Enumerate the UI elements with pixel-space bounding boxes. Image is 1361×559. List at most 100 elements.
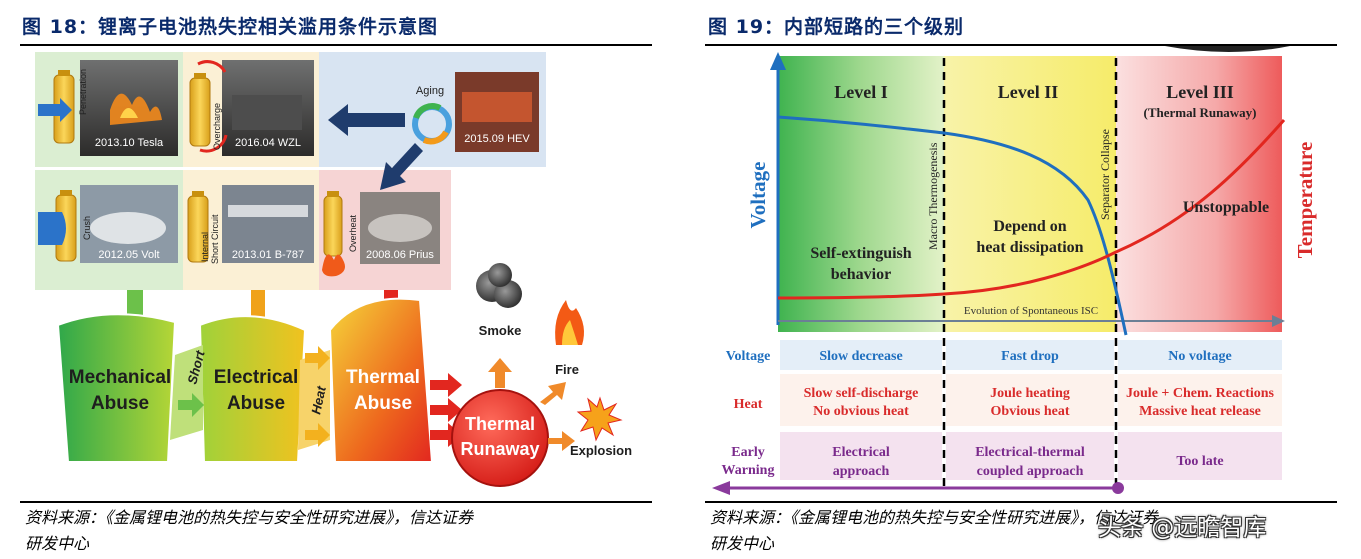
thermal-abuse-shape: Thermal Abuse — [328, 297, 434, 463]
zone-level2 — [944, 56, 1116, 332]
photo-volt: 2012.05 Volt — [80, 185, 178, 263]
heat-label: Heat — [308, 384, 329, 415]
caption-tesla: 2013.10 Tesla — [95, 137, 164, 149]
level1-text-line2: behavior — [831, 266, 891, 283]
fig19-title-rule — [705, 44, 1337, 46]
battery-cell-overcharge: Overcharge — [189, 60, 228, 153]
row-label-heat: Heat — [734, 397, 763, 412]
voltage-curve — [777, 115, 1128, 336]
top-crop-shape — [1165, 46, 1290, 52]
cell-warning-l1-b: approach — [833, 464, 890, 479]
thermal-runaway-sphere: Thermal Runaway — [451, 389, 549, 487]
cell-warning-l1-a: Electrical — [832, 445, 890, 460]
fig18-diagram: 2013.10 Tesla 2016.04 WZL 2015.09 HEV 20… — [35, 52, 632, 487]
fig19-source-rule — [705, 501, 1337, 503]
smoke-label: Smoke — [479, 323, 522, 338]
level2-text-line1: Depend on — [993, 218, 1066, 235]
thermal-abuse-line1: Thermal — [346, 367, 420, 388]
watermark: 头条 @远瞻智库 — [1098, 515, 1267, 541]
explosion-label: Explosion — [570, 443, 632, 458]
battery-cell-penetration: Penetration — [38, 69, 88, 144]
thermal-abuse-line2: Abuse — [354, 393, 412, 414]
electrical-abuse-shape: Electrical Abuse — [198, 315, 307, 463]
cell-heat-l3-b: Massive heat release — [1139, 404, 1261, 419]
zone-level1 — [778, 56, 944, 332]
row-label-voltage: Voltage — [726, 349, 771, 364]
row-label-early: Early — [731, 445, 764, 460]
aging-arrows — [328, 104, 423, 190]
photo-wzl: 2016.04 WZL — [222, 60, 314, 156]
fig18-source-rule — [20, 501, 652, 503]
fig18-source-line2: 研发中心 — [25, 534, 90, 553]
photo-prius: 2008.06 Prius — [360, 192, 440, 264]
caption-prius: 2008.06 Prius — [366, 249, 434, 261]
evolution-label: Evolution of Spontaneous ISC — [964, 305, 1098, 317]
level3-heading: Level III — [1166, 82, 1234, 102]
temperature-axis-label: Temperature — [1293, 142, 1317, 259]
cell-heat-l2-a: Joule heating — [990, 386, 1070, 401]
photo-hev: 2015.09 HEV — [455, 72, 539, 152]
fire-icon: Fire — [555, 300, 584, 377]
macro-thermogenesis-label: Macro Thermogenesis — [926, 142, 940, 250]
runaway-output-arrows — [488, 358, 575, 451]
level1-text-line1: Self-extinguish — [810, 245, 911, 262]
fig19-source-line1: 资料来源：《金属锂电池的热失控与安全性研究进展》，信达证券 — [710, 508, 1159, 527]
mechanical-abuse-line1: Mechanical — [69, 367, 171, 388]
runaway-line1: Thermal — [465, 414, 535, 434]
cell-warning-l2-a: Electrical-thermal — [975, 445, 1085, 460]
fig18-title: 图 18：锂离子电池热失控相关滥用条件示意图 — [22, 16, 439, 38]
tag-crush: Crush — [82, 216, 92, 240]
caption-wzl: 2016.04 WZL — [235, 137, 301, 149]
separator-collapse-label: Separator Collapse — [1098, 129, 1112, 220]
aging-cycle-icon: Aging — [412, 85, 452, 145]
cell-heat-l1-b: No obvious heat — [813, 404, 909, 419]
cell-heat-l2-b: Obvious heat — [991, 404, 1070, 419]
fig19-title: 图 19：内部短路的三个级别 — [708, 16, 965, 38]
electrical-abuse-line1: Electrical — [214, 367, 299, 388]
level2-text-line2: heat dissipation — [976, 239, 1083, 256]
battery-cell-isc: Internal Short Circuit — [187, 191, 220, 264]
level3-subheading: (Thermal Runaway) — [1143, 105, 1256, 120]
caption-hev: 2015.09 HEV — [464, 133, 530, 145]
cell-voltage-l2: Fast drop — [1001, 349, 1059, 364]
cell-warning-l3: Too late — [1176, 454, 1223, 469]
photo-b787: 2013.01 B-787 — [222, 185, 314, 263]
voltage-axis-label: Voltage — [746, 162, 770, 229]
explosion-icon: Explosion — [570, 396, 632, 458]
photo-tesla: 2013.10 Tesla — [80, 60, 178, 156]
tag-isc-line1: Internal — [200, 232, 210, 262]
level2-heading: Level II — [998, 82, 1059, 102]
zone-level3 — [1116, 56, 1282, 332]
tag-overcharge: Overcharge — [212, 103, 222, 150]
fig18-title-rule — [20, 44, 652, 46]
voltage-axis — [770, 52, 786, 325]
short-connector: Short — [170, 345, 208, 440]
tag-isc-line2: Short Circuit — [210, 214, 220, 264]
row-label-warning: Warning — [722, 463, 775, 478]
fig18-source-line1: 资料来源：《金属锂电池的热失控与安全性研究进展》，信达证券 — [25, 508, 474, 527]
table-backgrounds — [780, 340, 1282, 480]
cell-heat-l1-a: Slow self-discharge — [804, 386, 919, 401]
cell-voltage-l3: No voltage — [1168, 349, 1231, 364]
tag-overheat: Overheat — [348, 214, 358, 252]
cell-heat-l3-a: Joule + Chem. Reactions — [1126, 386, 1275, 401]
tag-penetration: Penetration — [78, 69, 88, 115]
battery-cell-crush: Crush — [38, 190, 92, 262]
level3-text: Unstoppable — [1183, 199, 1269, 216]
cell-warning-l2-b: coupled approach — [977, 464, 1084, 479]
fire-label: Fire — [555, 362, 579, 377]
fig19-source-line2: 研发中心 — [710, 534, 775, 553]
fig19-diagram: Voltage Temperature Level I Level II Lev… — [712, 46, 1317, 495]
heat-connector: Heat — [298, 346, 330, 450]
runaway-line2: Runaway — [460, 439, 539, 459]
battery-cell-overheat: Overheat — [322, 191, 358, 277]
warning-timeline-arrow — [712, 481, 1124, 495]
tag-aging: Aging — [416, 85, 444, 97]
time-axis — [778, 315, 1285, 327]
caption-volt: 2012.05 Volt — [98, 249, 159, 261]
caption-b787: 2013.01 B-787 — [232, 249, 304, 261]
temperature-curve — [777, 119, 1286, 300]
cell-voltage-l1: Slow decrease — [819, 349, 902, 364]
level1-heading: Level I — [834, 82, 888, 102]
smoke-icon: Smoke — [476, 263, 522, 338]
